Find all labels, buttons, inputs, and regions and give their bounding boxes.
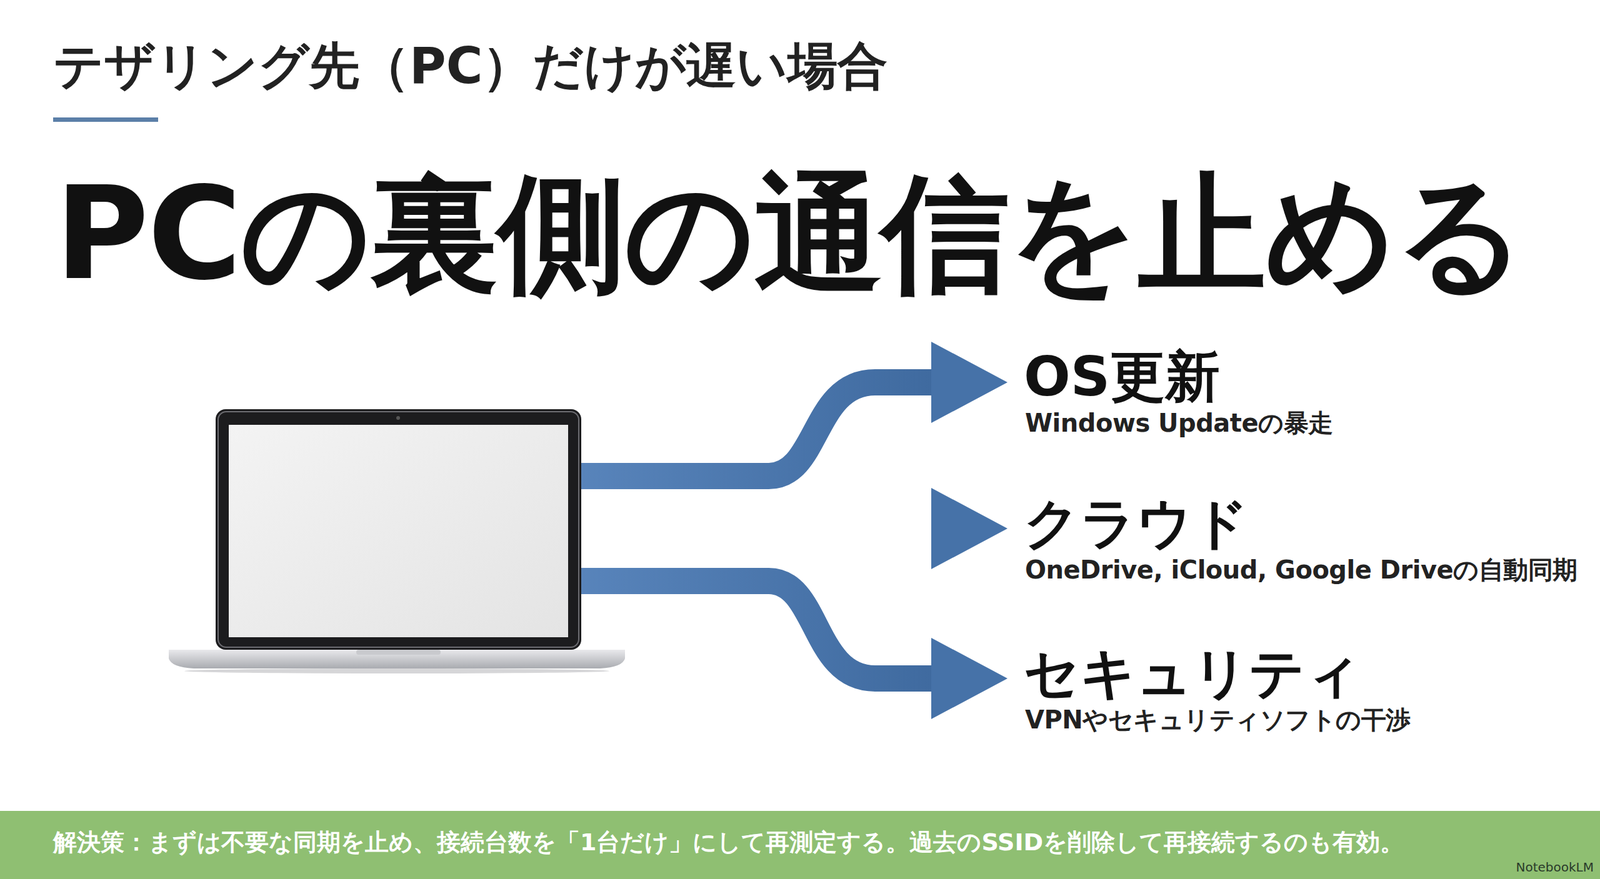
arrows — [550, 382, 938, 679]
section-title: テザリング先（PC）だけが遅い場合 — [53, 37, 888, 95]
item-heading: OS更新 — [1023, 346, 1220, 408]
underline — [53, 117, 159, 122]
watermark: NotebookLM — [1516, 860, 1595, 875]
laptop — [168, 409, 625, 674]
main-heading: PCの裏側の通信を止める — [55, 163, 1525, 305]
item-description: OneDrive, iCloud, Google Driveの自動同期 — [1025, 555, 1578, 585]
solution-text: 解決策：まずは不要な同期を止め、接続台数を「1台だけ」にして再測定する。過去のS… — [53, 828, 1404, 858]
item-description: Windows Updateの暴走 — [1025, 408, 1334, 438]
item-heading: セキュリティ — [1023, 643, 1362, 705]
item-description: VPNやセキュリティソフトの干渉 — [1025, 705, 1411, 735]
arrow-heads — [931, 341, 1008, 720]
item-heading: クラウド — [1023, 493, 1249, 555]
solution-band: 解決策：まずは不要な同期を止め、接続台数を「1台だけ」にして再測定する。過去のS… — [0, 811, 1600, 879]
